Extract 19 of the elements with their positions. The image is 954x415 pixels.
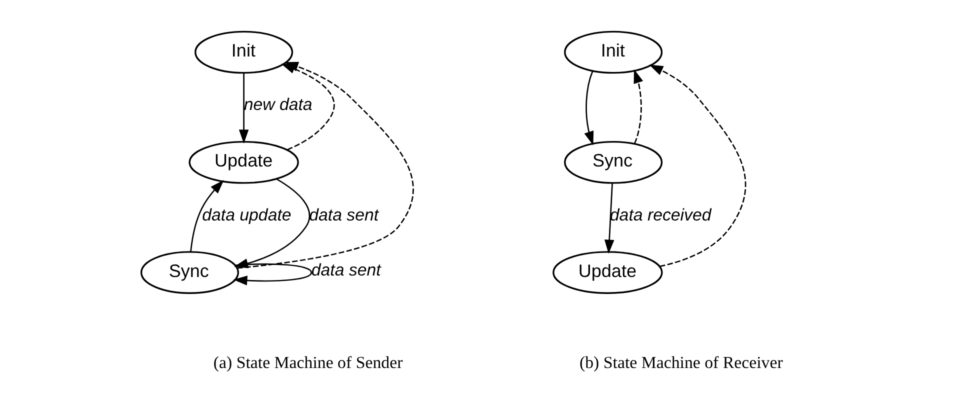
edge-label: data sent — [309, 204, 379, 224]
arrow — [190, 180, 224, 252]
arrow — [634, 68, 644, 144]
node-ellipse: Sync — [564, 140, 663, 184]
arrow — [233, 262, 312, 285]
node-ellipse: Init — [194, 30, 294, 74]
edge-label: data received — [610, 204, 712, 224]
node-ellipse: Update — [188, 140, 299, 184]
node-ellipse: Update — [552, 250, 663, 294]
label: (a) State Machine of Sender — [213, 352, 403, 372]
arrow — [649, 64, 746, 267]
edge-label: new data — [244, 94, 312, 114]
label: (b) State Machine of Receiver — [580, 352, 783, 372]
edge-label: data sent — [311, 260, 381, 279]
arrow — [604, 182, 614, 254]
edge-label: data update — [202, 204, 292, 224]
arrow — [584, 70, 594, 145]
node-ellipse: Sync — [140, 250, 240, 294]
arrow — [238, 72, 249, 144]
